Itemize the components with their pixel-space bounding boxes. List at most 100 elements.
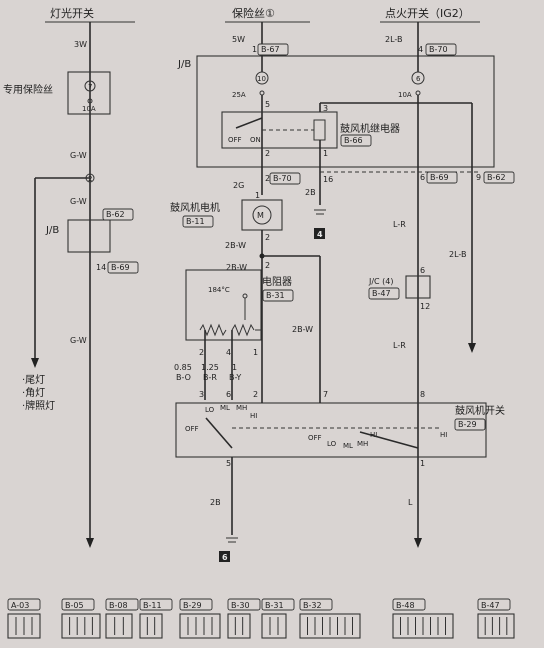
conn-b69-left: B-69 xyxy=(111,263,130,272)
fuse-number-7: 7 xyxy=(88,83,92,91)
wire-label-lr1: L-R xyxy=(393,220,406,229)
pin-sw-5: 5 xyxy=(226,459,231,468)
resistor-temp: 184°C xyxy=(208,286,230,294)
pin-res-2: 2 xyxy=(199,348,204,357)
wire-label-2bw-b: 2B-W xyxy=(226,263,247,272)
conn-b62-left: B-62 xyxy=(106,210,125,219)
lamp-tail: ·尾灯 xyxy=(22,374,45,386)
pin-14: 14 xyxy=(96,263,106,272)
resistor-label: 电阻器 xyxy=(262,275,292,288)
conn-b31: B-31 xyxy=(266,291,285,300)
fuse-rating-10a: 10A xyxy=(82,105,96,113)
conn-b11: B-11 xyxy=(186,217,205,226)
svg-text:M: M xyxy=(257,211,264,220)
wire-label-br: B-R xyxy=(203,373,217,382)
wire-label-3w: 3W xyxy=(74,40,87,49)
pin-jc-12: 12 xyxy=(420,302,430,311)
pin-res-4: 4 xyxy=(226,348,231,357)
pin-9: 9 xyxy=(476,173,481,182)
header-light-switch: 灯光开关 xyxy=(50,6,94,20)
wire-label-2b-switch: 2B xyxy=(210,498,221,507)
wire-label-gw1: G-W xyxy=(70,151,87,160)
resistor-coil xyxy=(231,323,255,337)
pin-ig-top: 4 xyxy=(418,45,423,54)
sw-lo-1: LO xyxy=(205,406,215,414)
conn-b69-right: B-69 xyxy=(430,173,449,182)
wire-label-2lb: 2L-B xyxy=(385,35,403,44)
right-arrow xyxy=(468,343,476,353)
ground-6-label: 6 xyxy=(222,553,228,562)
legend-connector-body xyxy=(261,613,287,639)
legend-connector-label: B-30 xyxy=(231,601,250,610)
conn-b62-right: B-62 xyxy=(487,173,506,182)
conn-b66: B-66 xyxy=(344,136,363,145)
gauge-125: 1.25 xyxy=(201,363,219,372)
legend-tag xyxy=(227,598,261,611)
legend-connector-body xyxy=(477,613,515,639)
motor-symbol xyxy=(252,205,272,225)
sw-off-2: OFF xyxy=(308,434,322,442)
conn-b47: B-47 xyxy=(372,289,391,298)
pin-res-1: 1 xyxy=(253,348,258,357)
wire-label-2bw-a: 2B-W xyxy=(225,241,246,250)
relay-box xyxy=(221,111,338,149)
fuse-rating-10a-ig: 10A xyxy=(398,91,412,99)
legend-tag xyxy=(477,598,511,611)
wire-label-2g: 2G xyxy=(233,181,244,190)
legend-connector-label: B-31 xyxy=(265,601,284,610)
gauge-085: 0.85 xyxy=(174,363,192,372)
legend-tag xyxy=(392,598,426,611)
relay-on: ON xyxy=(250,136,261,144)
legend-connector-label: B-08 xyxy=(109,601,128,610)
legend-tag xyxy=(105,598,139,611)
relay-label: 鼓风机继电器 xyxy=(340,122,400,135)
sw-off-1: OFF xyxy=(185,425,199,433)
dedicated-fuse-box xyxy=(67,71,111,115)
jb-top-box xyxy=(196,55,495,168)
pin-motor-2: 2 xyxy=(265,233,270,242)
legend-connector-label: B-47 xyxy=(481,601,500,610)
legend-connector-body xyxy=(7,613,41,639)
pin-fuse-top: 1 xyxy=(252,45,257,54)
switch-contact-2 xyxy=(359,431,419,449)
pin-16: 16 xyxy=(323,175,333,184)
legend-connector-body xyxy=(227,613,251,639)
resistor-coil xyxy=(199,323,227,337)
fuse-number-circle xyxy=(255,71,269,85)
wire-label-by: B-Y xyxy=(229,373,241,382)
sw-hi-3: HI xyxy=(440,431,447,439)
wire-label-gw2: G-W xyxy=(70,197,87,206)
fuse-number-circle xyxy=(84,80,96,92)
wire-label-2bw-c: 2B-W xyxy=(292,325,313,334)
conn-b70-motor: B-70 xyxy=(273,174,292,183)
legend-connector-body xyxy=(299,613,361,639)
jc4-label: J/C (4) xyxy=(368,277,394,286)
wire-label-2b-relay: 2B xyxy=(305,188,316,197)
jb-left-label: J/B xyxy=(45,225,59,236)
header-ignition: 点火开关（IG2） xyxy=(385,6,470,20)
conn-b67: B-67 xyxy=(261,45,280,54)
sw-lo-2: LO xyxy=(327,440,337,448)
wire-label-l: L xyxy=(408,498,413,507)
pin-relay-2: 2 xyxy=(265,149,270,158)
legend-tag xyxy=(261,598,295,611)
fuse-number-circle xyxy=(411,71,425,85)
pin-jc-6: 6 xyxy=(420,266,425,275)
legend-tag xyxy=(7,598,41,611)
ground-4-label: 4 xyxy=(317,230,323,239)
gauge-1: 1 xyxy=(232,363,237,372)
legend-connector-body xyxy=(105,613,133,639)
lamp-corner: ·角灯 xyxy=(22,387,45,399)
pin-sw-1: 1 xyxy=(420,459,425,468)
pin-resistor-in: 2 xyxy=(265,261,270,270)
fuse-number-6: 6 xyxy=(416,75,421,83)
pin-sw-6: 6 xyxy=(226,390,231,399)
legend-connector-body xyxy=(179,613,221,639)
ground-4 xyxy=(314,228,325,239)
pin-sw-7: 7 xyxy=(323,390,328,399)
fuse-rating-25a: 25A xyxy=(232,91,246,99)
pin-motor-1: 1 xyxy=(255,191,260,200)
legend-connector-label: B-11 xyxy=(143,601,162,610)
fuse-number-10: 10 xyxy=(257,75,266,83)
